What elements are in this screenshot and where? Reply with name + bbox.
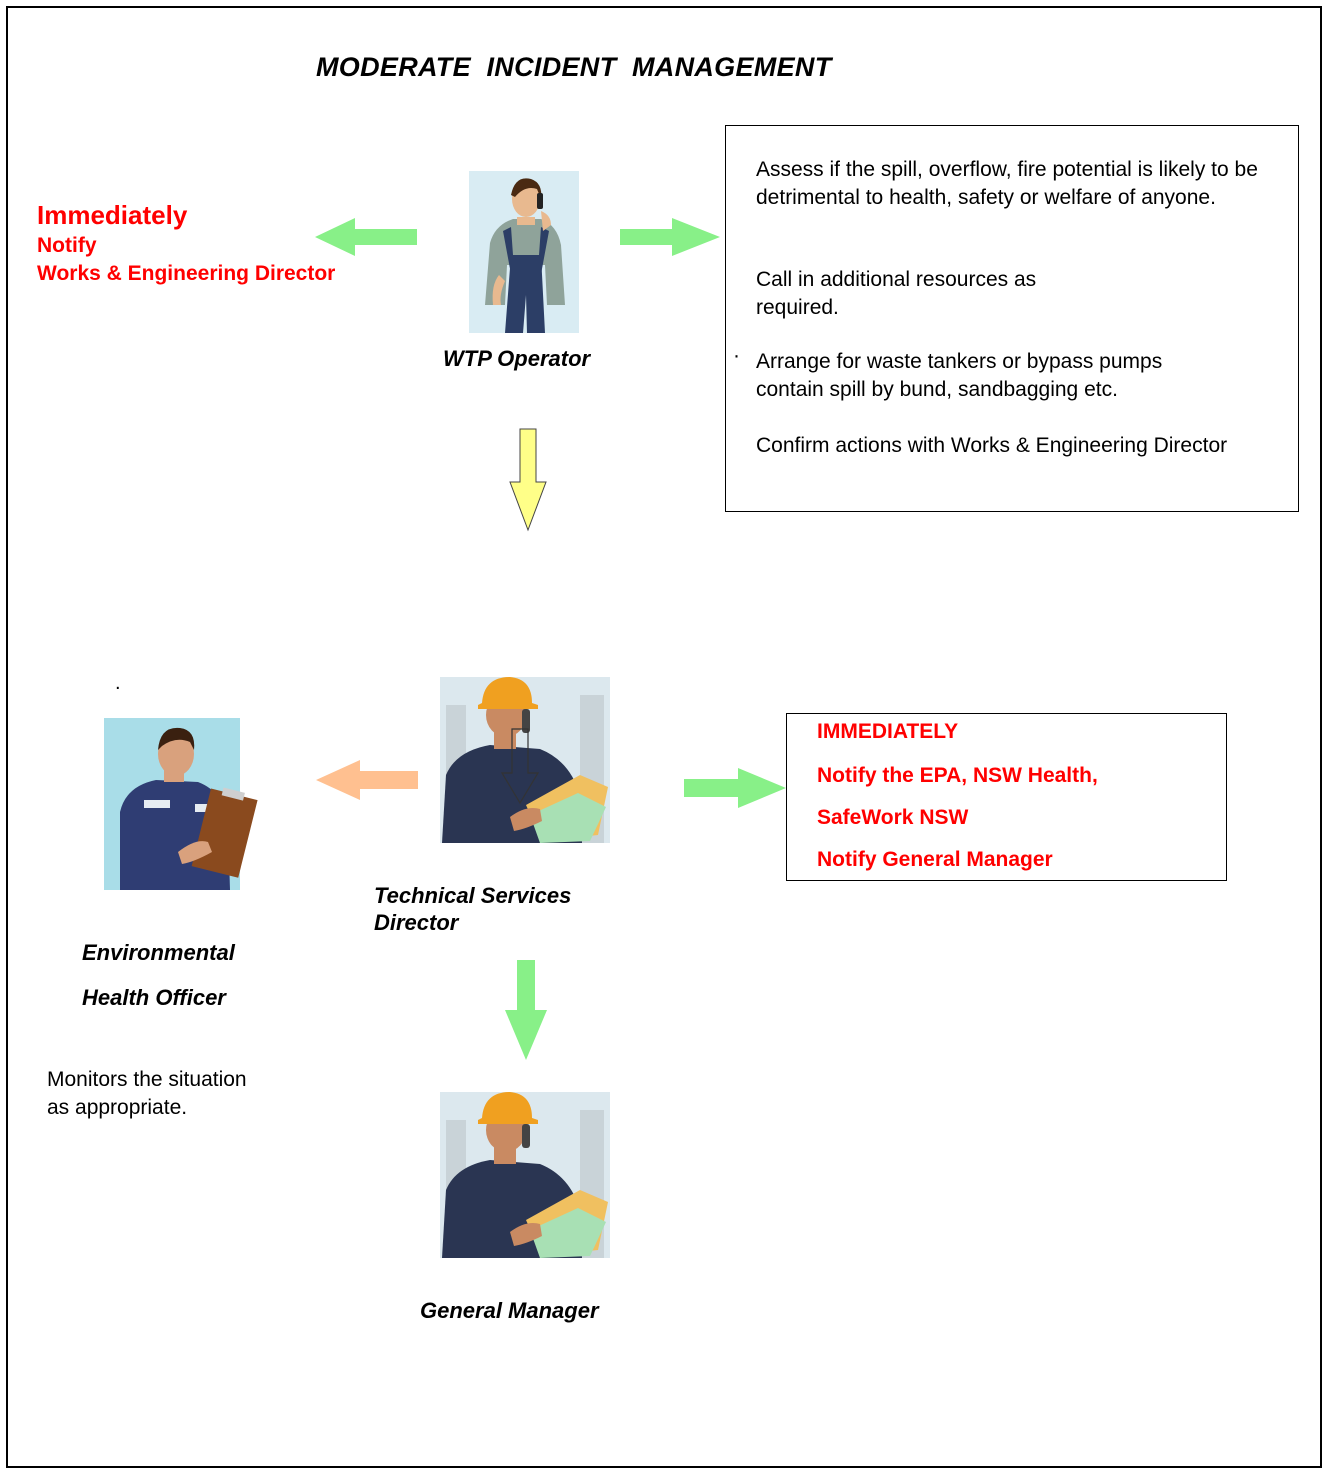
confirm-actions-text: Confirm actions with Works & Engineering…	[756, 434, 1228, 457]
safework-nsw-label: SafeWork NSW	[817, 806, 969, 829]
down-arrow-yellow-icon	[509, 428, 547, 532]
eho-label-line2: Health Officer	[82, 985, 226, 1010]
works-engineering-director-label: Works & Engineering Director	[37, 262, 336, 285]
right-arrow-green-icon-2	[684, 768, 786, 808]
call-resources-text-line2: required.	[756, 296, 839, 319]
engineer-hardhat-phone-icon	[440, 677, 610, 843]
notify-label: Notify	[37, 234, 97, 257]
engineer-hardhat-phone-icon-gm	[440, 1092, 610, 1258]
bullet-mark: ·	[733, 344, 740, 367]
officer-clipboard-icon	[104, 718, 258, 890]
page-frame	[6, 6, 1322, 1468]
eho-desc-line2: as appropriate.	[47, 1096, 188, 1119]
assess-text: Assess if the spill, overflow, fire pote…	[756, 158, 1258, 209]
left-arrow-orange-icon	[316, 760, 418, 800]
immediately-caps-label: IMMEDIATELY	[817, 720, 959, 743]
tsd-label-line1: Technical Services	[374, 883, 572, 908]
operator-actions-box: Assess if the spill, overflow, fire pote…	[725, 125, 1299, 512]
arrange-tankers-text-line1: Arrange for waste tankers or bypass pump…	[756, 350, 1163, 373]
notify-epa-label: Notify the EPA, NSW Health,	[817, 764, 1098, 787]
stray-dot: .	[115, 672, 121, 694]
wtp-operator-label: WTP Operator	[443, 346, 591, 371]
eho-label-line1: Environmental	[82, 940, 235, 965]
immediately-heading: Immediately	[37, 200, 188, 230]
gm-label: General Manager	[420, 1298, 599, 1323]
worker-on-phone-icon	[469, 171, 579, 333]
tsd-label-line2: Director	[374, 910, 459, 935]
tsd-actions-box: IMMEDIATELY Notify the EPA, NSW Health, …	[786, 713, 1227, 881]
eho-desc-line1: Monitors the situation	[47, 1068, 247, 1091]
call-resources-text-line1: Call in additional resources as	[756, 268, 1037, 291]
down-arrow-green-icon	[505, 960, 547, 1060]
left-arrow-green-icon	[315, 218, 417, 256]
page-title: MODERATE INCIDENT MANAGEMENT	[316, 52, 832, 82]
arrange-tankers-text-line2: contain spill by bund, sandbagging etc.	[756, 378, 1118, 401]
right-arrow-green-icon	[620, 218, 720, 256]
notify-gm-label: Notify General Manager	[817, 848, 1053, 871]
